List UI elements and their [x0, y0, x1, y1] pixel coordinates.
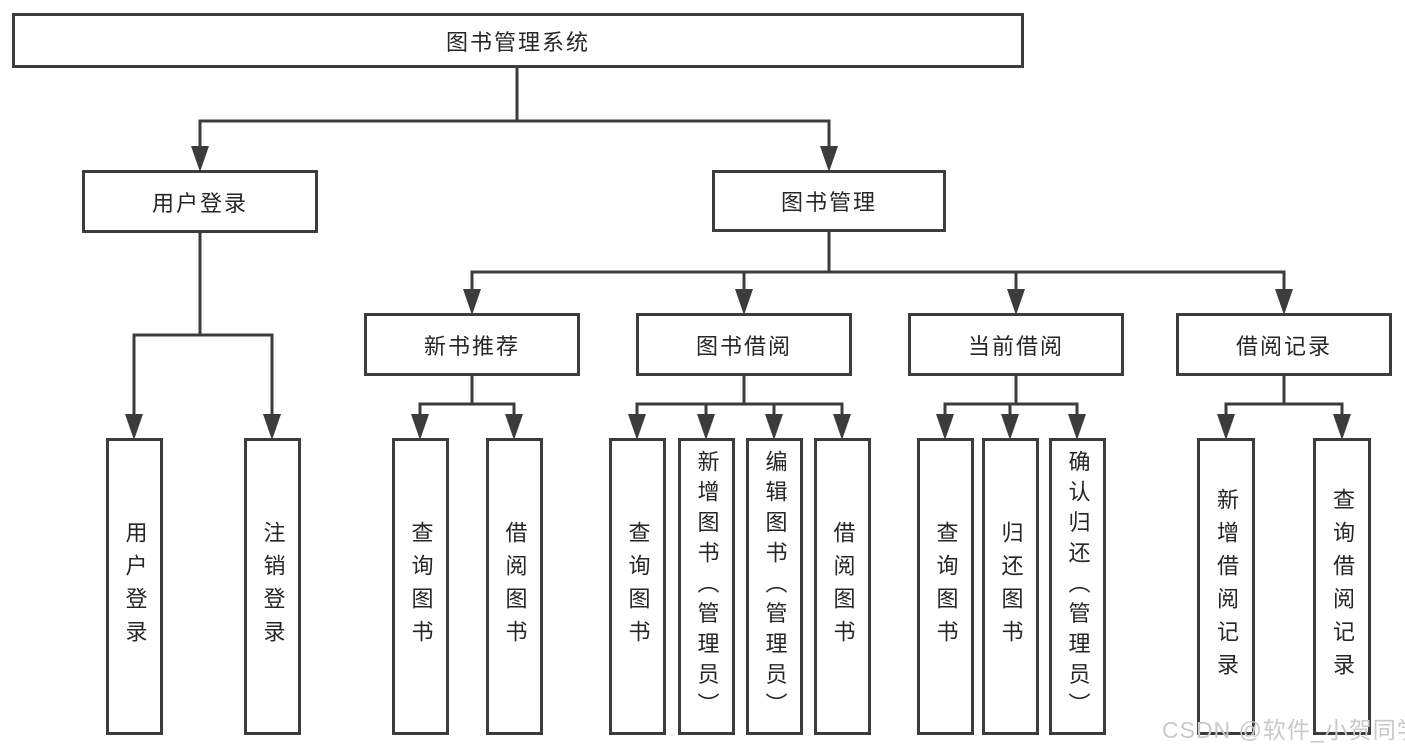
leaf-borrowing-borrow-books: 借阅图书 — [814, 438, 871, 735]
node-borrowing-records: 借阅记录 — [1176, 313, 1392, 376]
node-book-management-branch: 图书管理 — [712, 170, 946, 232]
leaf-records-add-borrow-record: 新增借阅记录 — [1197, 438, 1255, 735]
node-current-borrowing: 当前借阅 — [908, 313, 1124, 376]
watermark: CSDN @软件_小贺同学 — [1162, 717, 1405, 743]
leaf-current-confirm-return-admin: 确认归还（管理员） — [1049, 438, 1106, 735]
node-user-login-branch: 用户登录 — [82, 170, 318, 233]
leaf-borrowing-add-books-admin: 新增图书（管理员） — [678, 438, 735, 735]
leaf-current-query-books: 查询图书 — [917, 438, 974, 735]
leaf-user-login: 用户登录 — [106, 438, 163, 735]
leaf-borrowing-query-books: 查询图书 — [609, 438, 666, 735]
node-book-borrowing: 图书借阅 — [636, 313, 852, 376]
leaf-recommend-query-books: 查询图书 — [392, 438, 449, 735]
node-new-book-recommendation: 新书推荐 — [364, 313, 580, 376]
leaf-logout-login: 注销登录 — [244, 438, 301, 735]
leaf-records-query-borrow-record: 查询借阅记录 — [1313, 438, 1371, 735]
leaf-current-return-books: 归还图书 — [982, 438, 1039, 735]
leaf-borrowing-edit-books-admin: 编辑图书（管理员） — [746, 438, 803, 735]
leaf-recommend-borrow-books: 借阅图书 — [486, 438, 543, 735]
node-library-management-system: 图书管理系统 — [12, 13, 1024, 68]
